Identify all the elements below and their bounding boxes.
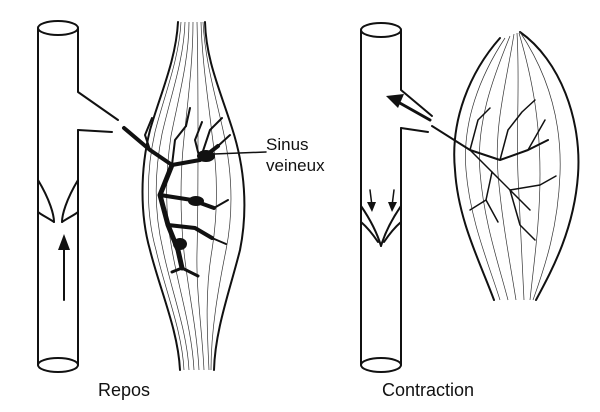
muscle-relaxed <box>141 21 246 371</box>
muscle-contracted <box>453 31 580 301</box>
caption-rest: Repos <box>98 380 150 400</box>
venous-sinus-emptied <box>431 99 557 241</box>
annotation-line-1: Sinus <box>266 135 309 154</box>
caption-contraction: Contraction <box>382 380 474 400</box>
venous-sinus-filled <box>122 107 231 278</box>
annotation-line-2: veineux <box>266 156 325 175</box>
vein-contraction <box>360 22 433 373</box>
vein-rest <box>37 20 119 373</box>
annotation-leader <box>213 151 267 155</box>
panel-rest <box>37 20 246 373</box>
panel-contraction <box>360 22 580 373</box>
